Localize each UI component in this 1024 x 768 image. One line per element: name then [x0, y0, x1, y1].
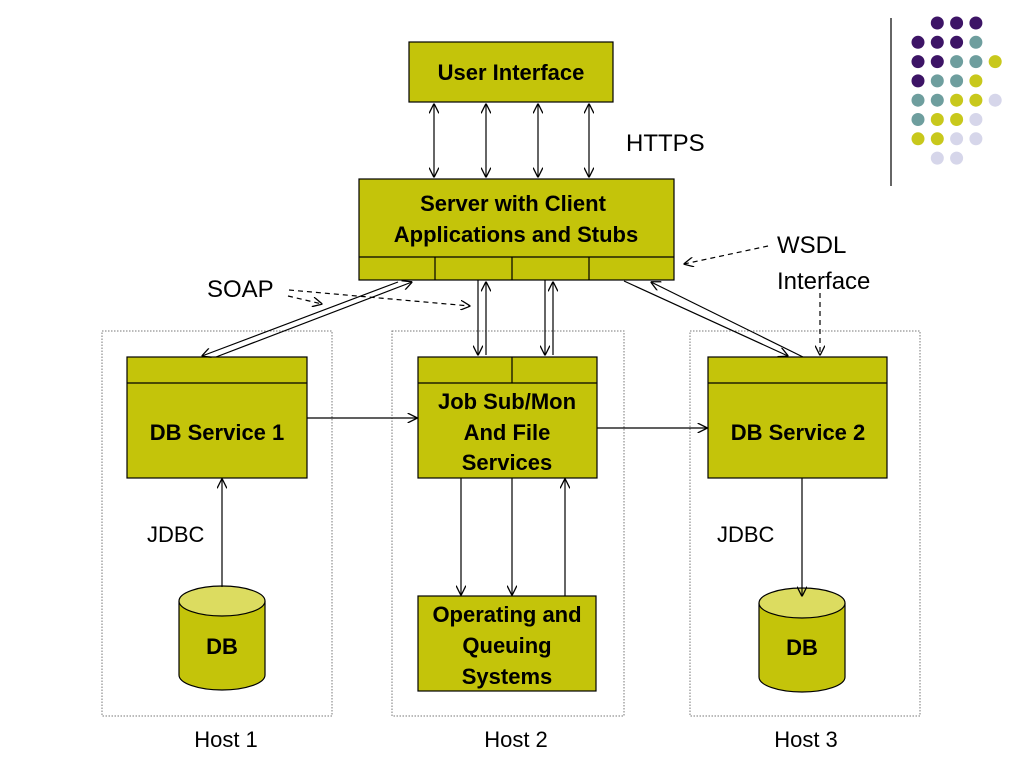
server-label-line-1: Server with Client [420, 191, 607, 216]
database-1-label: DB [206, 634, 238, 659]
decorative-dot [950, 113, 964, 126]
db-service-1-label: DB Service 1 [150, 420, 285, 445]
decorative-dot-grid [911, 16, 1002, 165]
db-service-2-box: DB Service 2 [707, 356, 888, 479]
service-horizontal-arrows [307, 418, 707, 428]
job-services-label-line-1: Job Sub/Mon [438, 389, 576, 414]
decorative-dot [930, 132, 944, 146]
dashed-annotation-arrows [287, 245, 820, 355]
soap-label: SOAP [207, 276, 274, 303]
decorative-dot [969, 74, 983, 88]
decorative-dot [930, 93, 944, 107]
decorative-dot [911, 74, 925, 88]
decorative-dot [911, 113, 925, 126]
db-service-1-box: DB Service 1 [126, 356, 308, 479]
database-2-label: DB [786, 635, 818, 660]
host-1-container [101, 330, 333, 717]
decorative-dot [969, 55, 983, 69]
https-arrows [434, 104, 589, 177]
job-services-box: Job Sub/Mon And File Services [417, 356, 598, 479]
database-2-cylinder: DB [758, 587, 846, 693]
user-interface-label: User Interface [438, 60, 585, 85]
decorative-dot [911, 35, 925, 49]
decorative-dot [969, 132, 983, 146]
decorative-dot [911, 93, 925, 107]
decorative-dot [930, 35, 944, 49]
server-job-arrows [478, 280, 553, 355]
wsdl-label-line-1: WSDL [777, 232, 846, 259]
server-box: Server with Client Applications and Stub… [358, 178, 675, 281]
host-2-container [391, 330, 625, 717]
database-1-cylinder: DB [178, 585, 266, 691]
decorative-dot [969, 35, 983, 49]
jdbc-left-label: JDBC [147, 522, 205, 547]
decorative-dot [969, 16, 983, 30]
decorative-dot [950, 74, 964, 88]
https-label: HTTPS [626, 130, 705, 157]
job-services-label-line-3: Services [462, 450, 553, 475]
job-operating-arrows [461, 478, 565, 596]
decorative-dot [950, 132, 964, 146]
operating-label-line-2: Queuing [462, 633, 551, 658]
jdbc-right-label: JDBC [717, 522, 775, 547]
decorative-dot [950, 151, 964, 165]
job-services-label-line-2: And File [464, 420, 551, 445]
db-service-2-label: DB Service 2 [731, 420, 866, 445]
decorative-dot [930, 151, 944, 165]
decorative-dot [930, 16, 944, 30]
host-1-label: Host 1 [194, 727, 258, 752]
decorative-dot [950, 16, 964, 30]
decorative-dot [930, 74, 944, 88]
wsdl-label-line-2: Interface [777, 268, 870, 295]
host-3-label: Host 3 [774, 727, 838, 752]
decorative-dot [969, 113, 983, 126]
operating-label-line-1: Operating and [432, 602, 581, 627]
server-label-line-2: Applications and Stubs [394, 222, 638, 247]
decorative-dot [930, 113, 944, 126]
decorative-dot [930, 55, 944, 69]
decorative-dot [950, 93, 964, 107]
decorative-dot [950, 35, 964, 49]
server-db-service-1-arrows [202, 282, 412, 357]
user-interface-box: User Interface [408, 41, 614, 103]
decorative-dot [911, 55, 925, 69]
decorative-dot [950, 55, 964, 69]
decorative-dot [911, 132, 925, 146]
decorative-dot [988, 55, 1002, 69]
operating-label-line-3: Systems [462, 664, 553, 689]
decorative-dot [969, 93, 983, 107]
host-2-label: Host 2 [484, 727, 548, 752]
decorative-dot [988, 93, 1002, 107]
host-3-container [689, 330, 921, 717]
server-db-service-2-arrows [623, 280, 804, 358]
jdbc-arrows [222, 478, 802, 596]
operating-systems-box: Operating and Queuing Systems [417, 595, 597, 692]
